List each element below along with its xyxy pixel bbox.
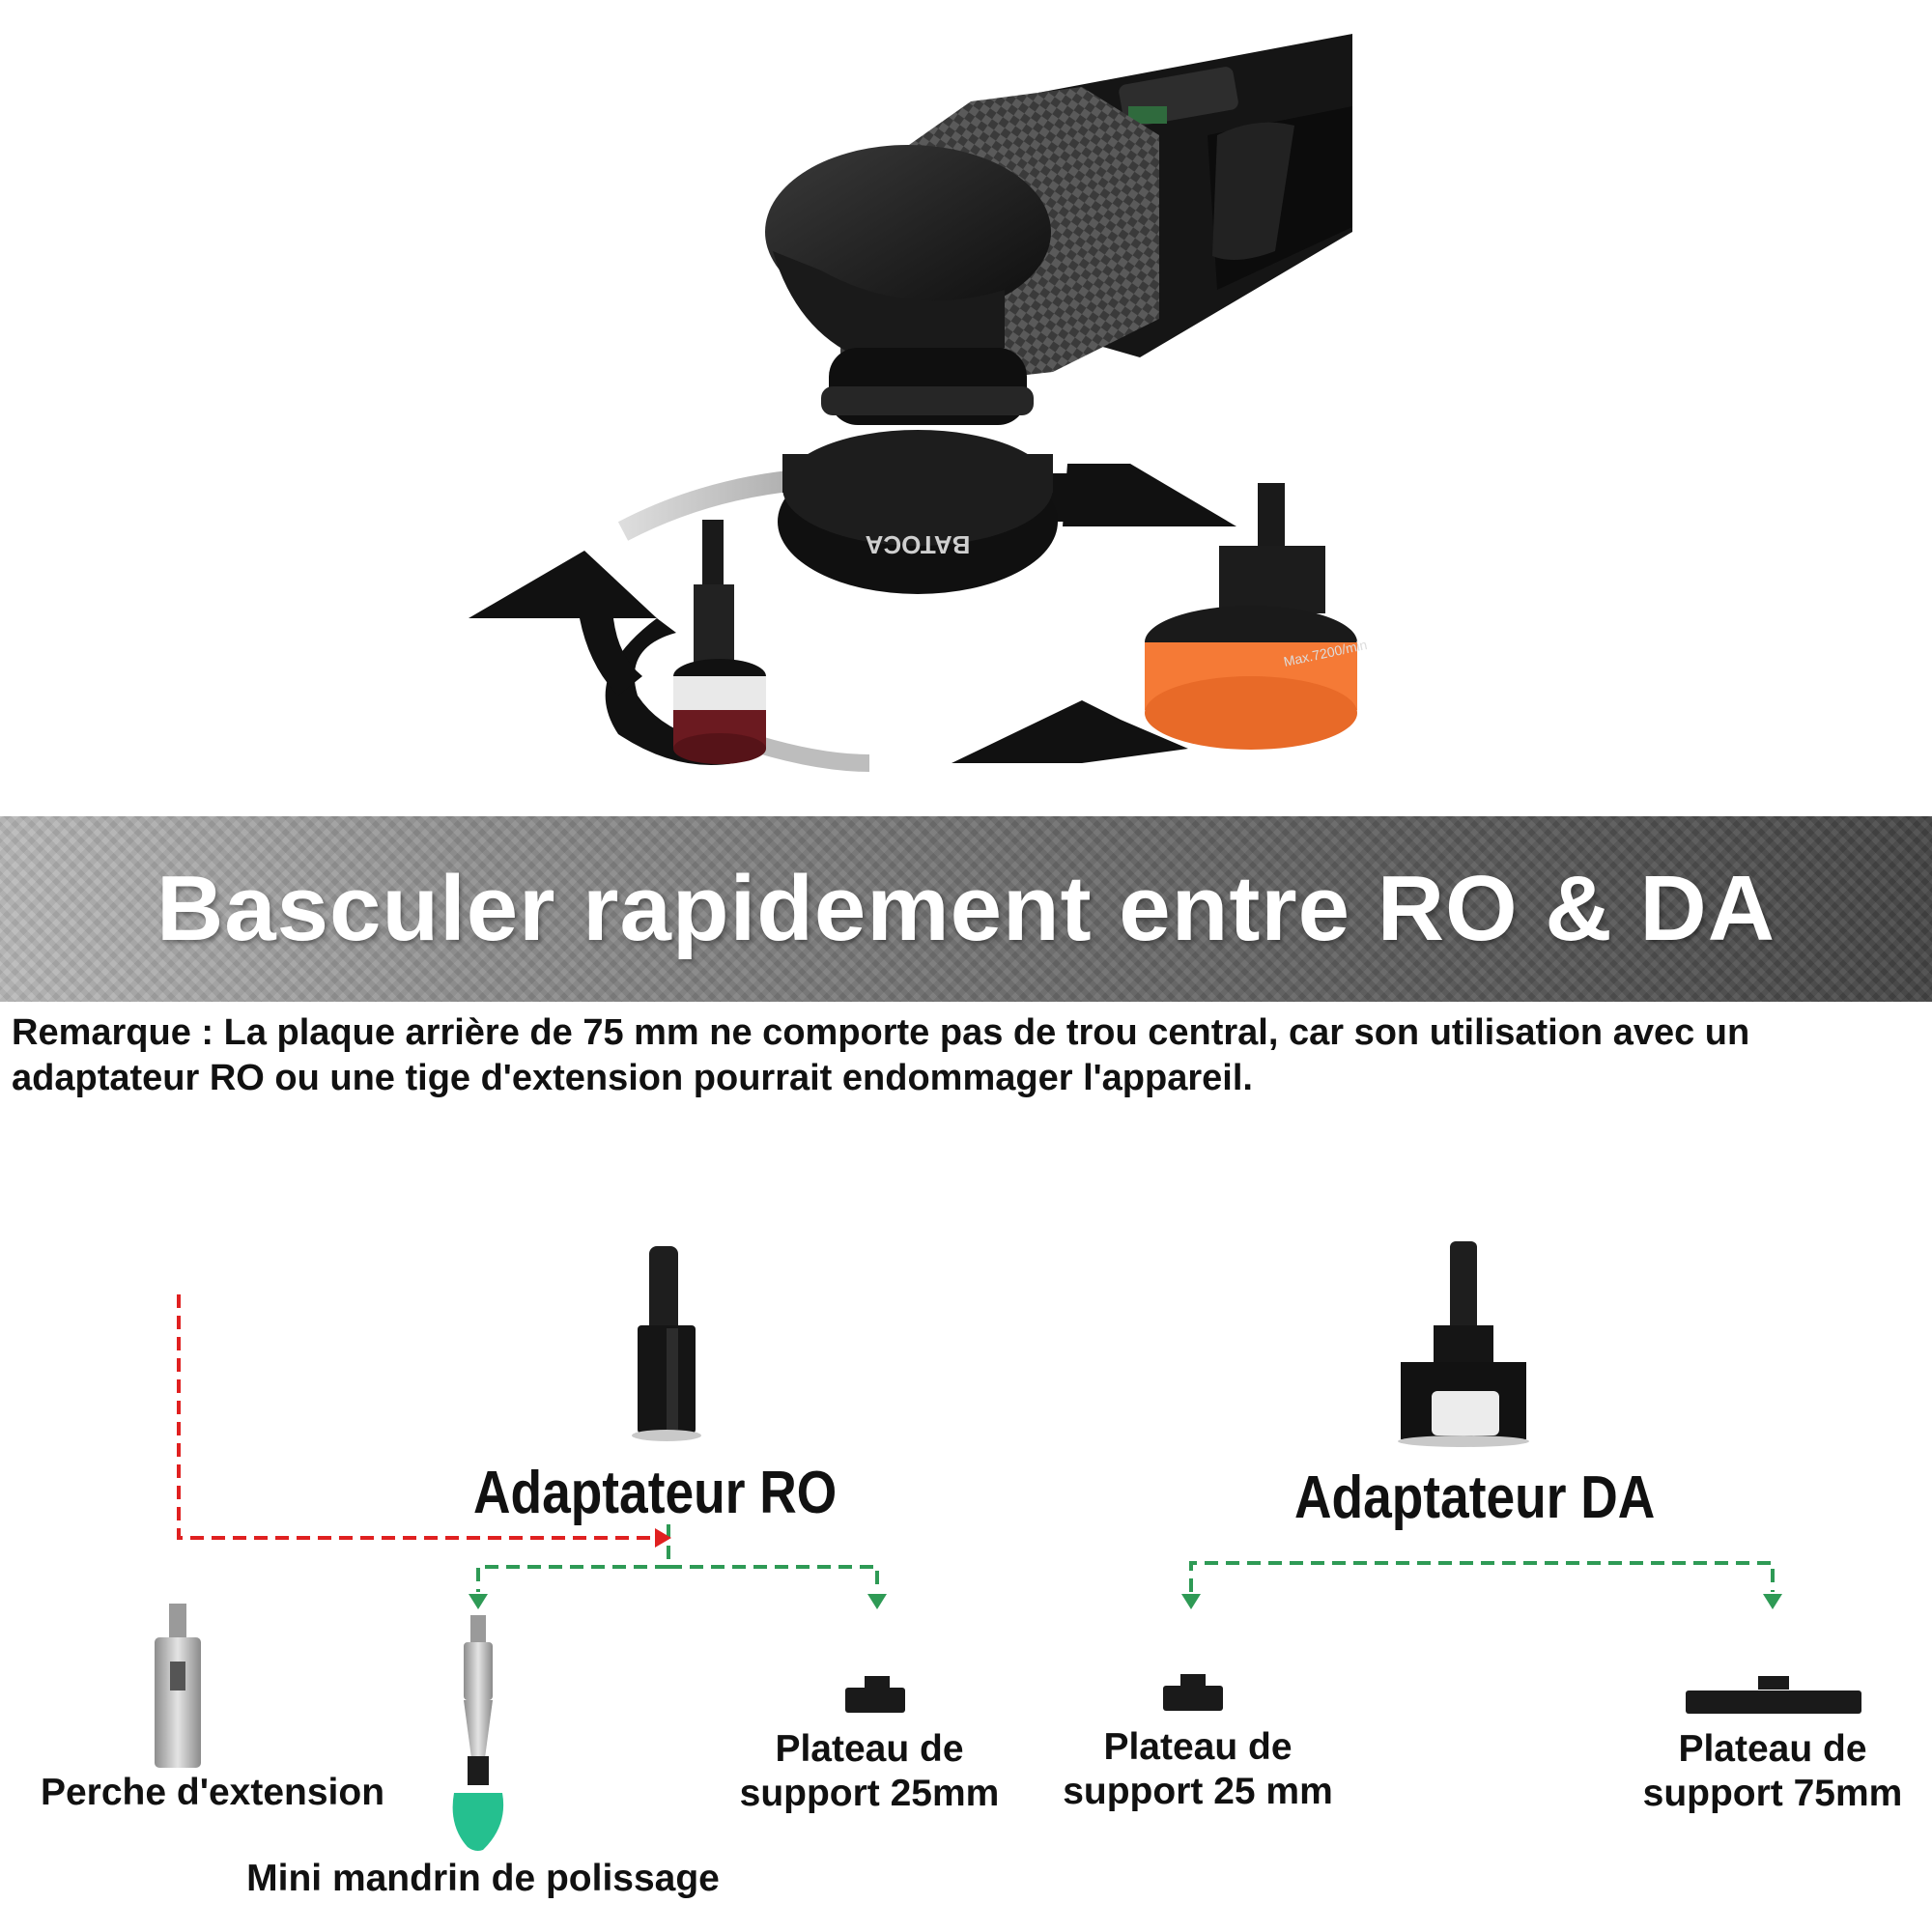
extension-pole-label: Perche d'extension: [40, 1772, 385, 1813]
arrow-left-icon: [469, 551, 657, 618]
green-arrow-down-icon: [1181, 1594, 1201, 1609]
green-arrow-down-icon: [1763, 1594, 1782, 1609]
adapter-diagram: [155, 1241, 1861, 1851]
title-banner: [0, 816, 1932, 1002]
da-connector-lines: [1189, 1561, 1775, 1592]
ro-adapter-image: [632, 1246, 701, 1441]
red-arrow-head-icon: [655, 1528, 671, 1548]
mini-chuck-label: Mini mandrin de polissage: [246, 1858, 720, 1899]
arrow-bottom-icon: [952, 700, 1188, 763]
backing-plate-25mm-ro-label: Plateau de support 25mm: [739, 1728, 1000, 1814]
da-adapter-title: Adaptateur DA: [1294, 1464, 1656, 1531]
extension-pole-image: [155, 1604, 201, 1768]
backing-plate-75mm-label: Plateau de support 75mm: [1642, 1728, 1903, 1814]
polisher-body: BATOCA: [765, 34, 1352, 594]
green-arrow-down-icon: [867, 1594, 887, 1609]
banner-title: Basculer rapidement entre RO & DA: [156, 857, 1776, 960]
green-arrow-down-icon: [469, 1594, 488, 1609]
ro-sanding-pad-illustration: [673, 520, 766, 764]
backing-plate-25mm-da-label: Plateau de support 25 mm: [1063, 1726, 1333, 1812]
backing-plate-25mm-da-image: [1163, 1674, 1223, 1711]
ro-adapter-title: Adaptateur RO: [473, 1460, 838, 1526]
da-sponge-pad-illustration: Max.7200/min: [1145, 483, 1369, 750]
red-dashed-arrow: [177, 1294, 657, 1540]
polisher-hero-illustration: BATOCA Max.7200/min: [469, 34, 1369, 772]
ro-connector-lines: [177, 1294, 879, 1592]
mini-polishing-chuck-image: [452, 1615, 504, 1851]
da-adapter-image: [1398, 1241, 1529, 1447]
arrow-right-icon: [1063, 464, 1236, 526]
backing-plate-25mm-ro-image: [845, 1676, 905, 1713]
brand-mark: BATOCA: [865, 530, 970, 559]
backing-plate-75mm-image: [1686, 1676, 1861, 1714]
remark-note: Remarque : La plaque arrière de 75 mm ne…: [12, 1012, 1750, 1098]
